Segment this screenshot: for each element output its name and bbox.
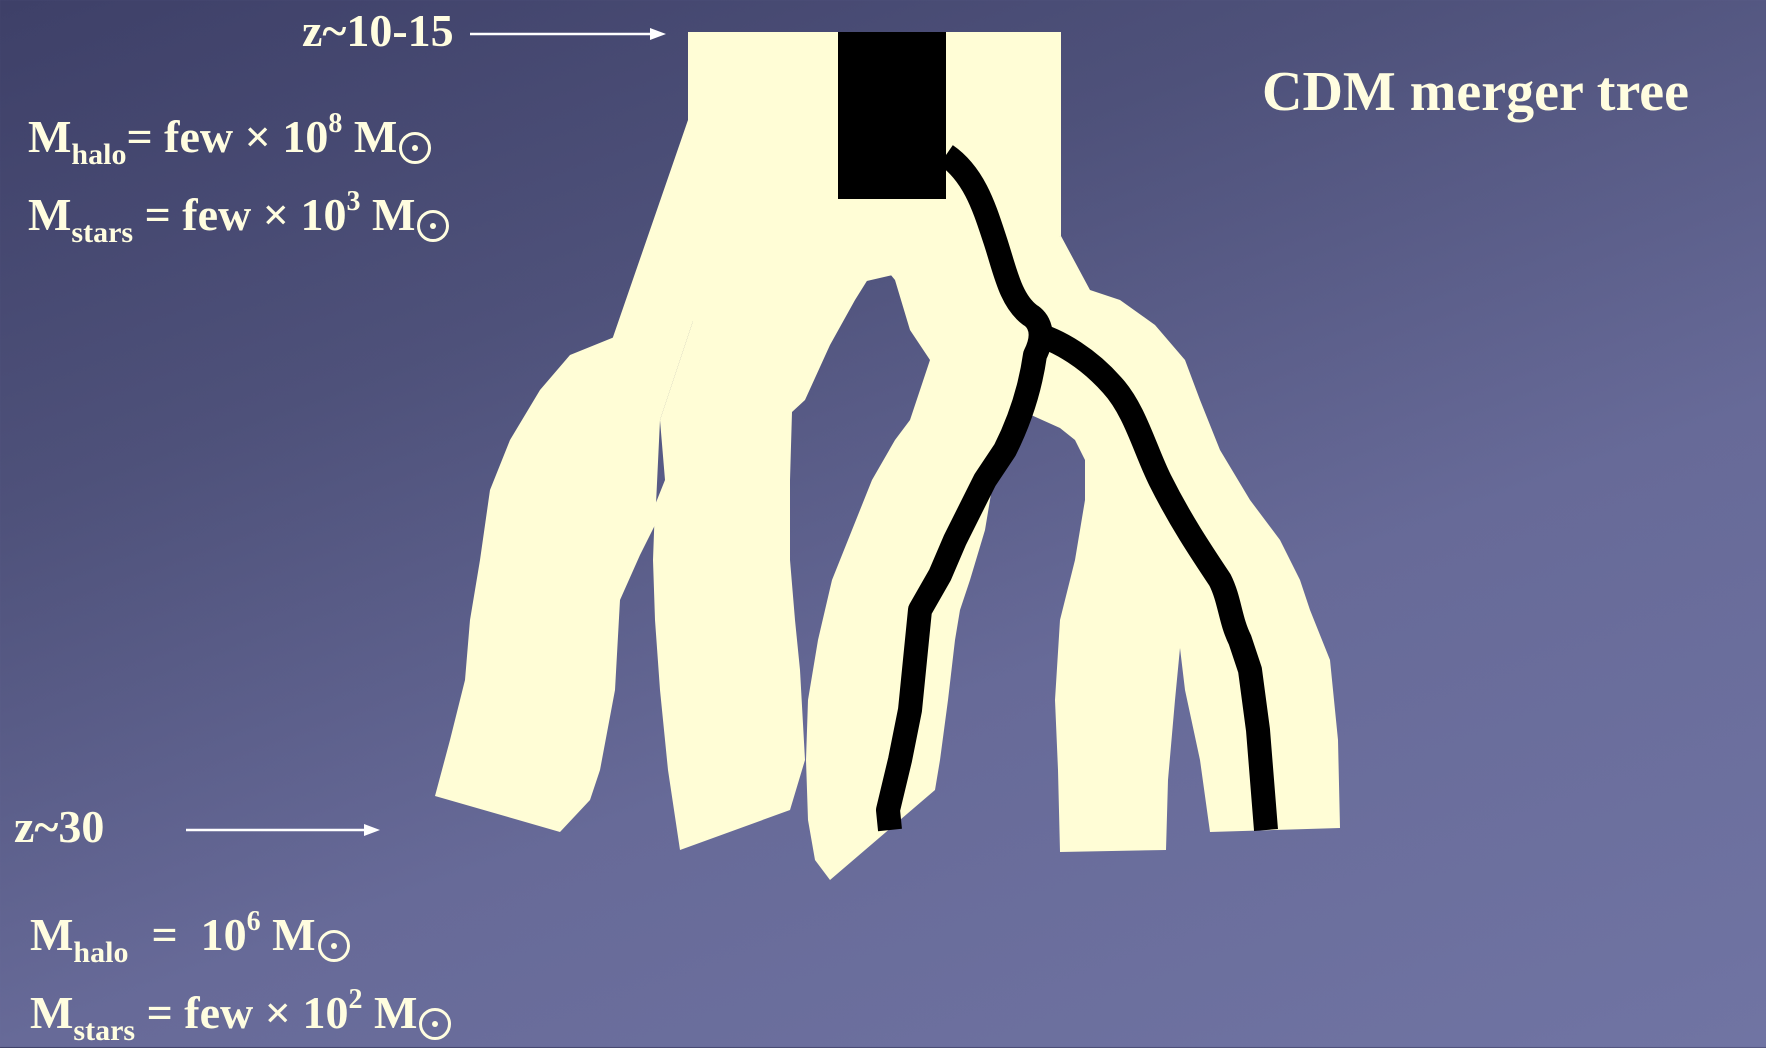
halo-subscript: halo: [71, 138, 126, 171]
stars-mass-exponent: 3: [346, 186, 360, 217]
top-stars-mass: Mstars = few × 103 M: [28, 186, 449, 250]
solar-mass-unit: M: [272, 909, 315, 960]
halo-mass-exponent: 6: [247, 906, 261, 937]
halo-m-symbol: M: [30, 909, 73, 960]
stars-m-symbol: M: [30, 987, 73, 1038]
stars-mass-text: = few × 10: [133, 189, 346, 240]
bottom-redshift-arrow: [186, 824, 380, 836]
sun-icon: [399, 132, 431, 164]
halo-mass-text: = few × 10: [126, 111, 328, 162]
stellar-core: [838, 32, 946, 199]
halo-mass-exponent: 8: [328, 108, 342, 139]
bottom-halo-mass: Mhalo = 106 M: [30, 906, 350, 970]
stars-mass-exponent: 2: [348, 984, 362, 1015]
halo-subscript: halo: [73, 936, 128, 969]
solar-mass-unit: M: [374, 987, 417, 1038]
solar-mass-unit: M: [354, 111, 397, 162]
halo-mass-text: = 10: [128, 909, 246, 960]
bottom-redshift-label: z~30: [14, 800, 104, 853]
top-redshift-label: z~10-15: [302, 4, 454, 57]
sun-icon: [419, 1008, 451, 1040]
top-redshift-arrow: [470, 28, 666, 40]
sun-icon: [417, 210, 449, 242]
solar-mass-unit: M: [372, 189, 415, 240]
sun-icon: [318, 930, 350, 962]
bottom-stars-mass: Mstars = few × 102 M: [30, 984, 451, 1048]
stars-subscript: stars: [73, 1014, 135, 1047]
diagram-title: CDM merger tree: [1262, 60, 1689, 124]
stars-mass-text: = few × 10: [135, 987, 348, 1038]
halo-m-symbol: M: [28, 111, 71, 162]
top-halo-mass: Mhalo= few × 108 M: [28, 108, 431, 172]
stars-m-symbol: M: [28, 189, 71, 240]
stars-subscript: stars: [71, 216, 133, 249]
